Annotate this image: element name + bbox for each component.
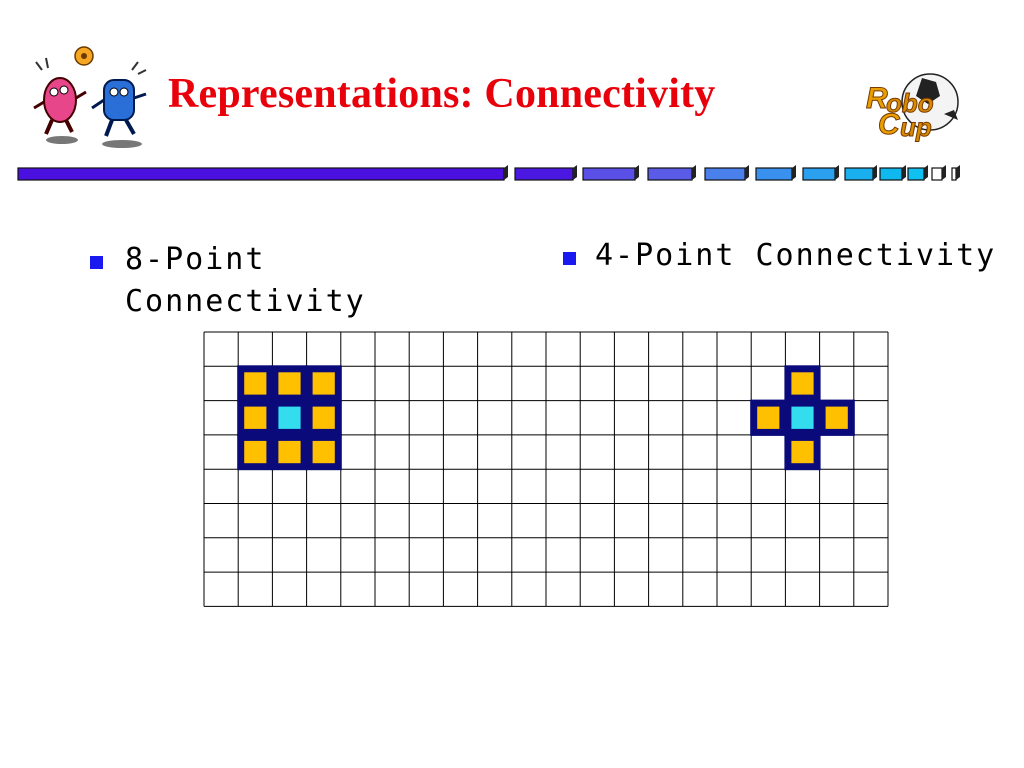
- eight-point-neighbor-pixel: [244, 440, 267, 464]
- bullet-8-point-line2: Connectivity: [125, 284, 366, 319]
- logo-text-obo: obo: [886, 88, 935, 119]
- slide-title: Representations: Connectivity: [168, 71, 716, 117]
- bullet-marker: [563, 252, 576, 265]
- eight-point-neighbor-pixel: [278, 372, 301, 395]
- eight-point-neighbor-pixel: [244, 406, 267, 429]
- bullet-marker: [90, 256, 103, 269]
- divider-bar-edge: [504, 165, 508, 180]
- divider-bar-edge: [956, 165, 960, 180]
- eight-point-neighbor-pixel: [312, 406, 335, 429]
- divider-bar-edge: [942, 165, 946, 180]
- divider-bar-edge: [692, 165, 696, 180]
- decorative-divider-bars: [17, 165, 960, 181]
- divider-bar-edge: [635, 165, 639, 180]
- four-point-neighbor-pixel: [825, 406, 848, 429]
- divider-bar-edge: [873, 165, 877, 180]
- divider-bar-edge: [745, 165, 749, 180]
- divider-bar-edge: [792, 165, 796, 180]
- four-point-neighbor-pixel: [791, 372, 814, 395]
- divider-bar-edge: [573, 165, 577, 180]
- eight-point-neighbor-pixel: [278, 440, 301, 464]
- soccer-ball-icon: [901, 73, 959, 131]
- four-point-neighbor-pixel: [791, 440, 814, 464]
- eight-point-neighbor-pixel: [244, 372, 267, 395]
- robot-mascots-image: [33, 46, 147, 148]
- logo-text-up: up: [900, 112, 933, 143]
- eight-point-neighbor-pixel: [312, 440, 335, 464]
- bullet-8-point-line1: 8-Point: [125, 242, 266, 277]
- divider-bar-edge: [924, 165, 928, 180]
- divider-bar-edge: [902, 165, 906, 180]
- four-point-neighbor-pixel: [757, 406, 780, 429]
- four-point-center-pixel: [791, 406, 814, 429]
- eight-point-center-pixel: [278, 406, 301, 429]
- logo-letter-r: R: [866, 82, 889, 116]
- robocup-logo: R obo C up: [862, 68, 962, 148]
- bullet-4-point-line1: 4-Point Connectivity: [595, 238, 997, 273]
- logo-letter-c: C: [878, 108, 901, 142]
- eight-point-neighbor-pixel: [312, 372, 335, 395]
- divider-bar-edge: [835, 165, 839, 180]
